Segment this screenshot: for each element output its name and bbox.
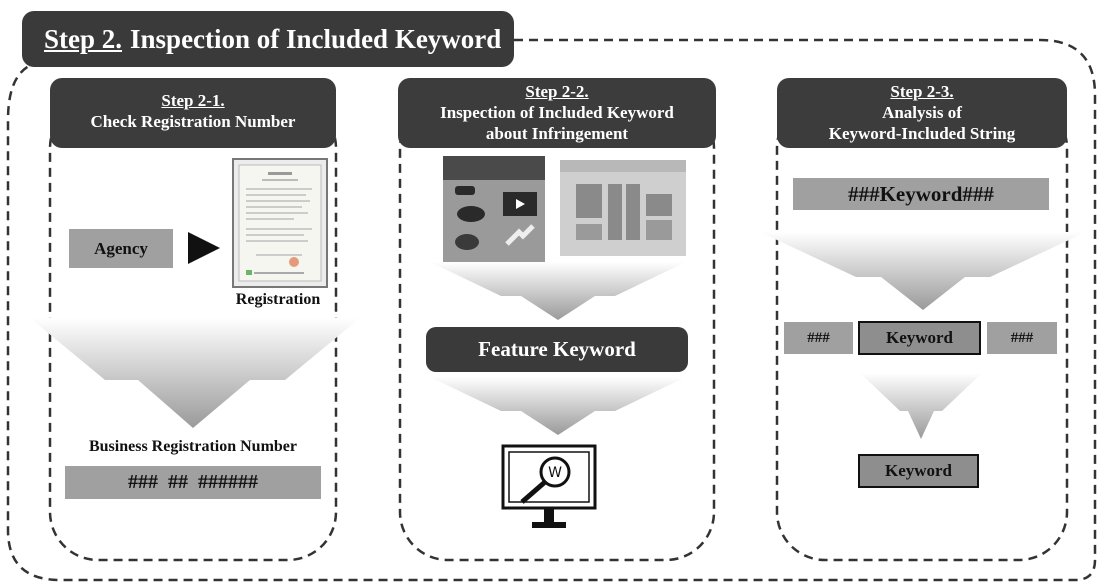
registration-number-mask: ### ## ######	[65, 466, 321, 499]
panel-2-step: Step 2-2.	[525, 82, 589, 101]
panel-2-header: Step 2-2. Inspection of Included Keyword…	[398, 78, 716, 148]
left-hash-box: ###	[784, 322, 853, 354]
panel-3-title-line-2: Keyword-Included String	[828, 124, 1016, 143]
down-arrow-1	[30, 318, 360, 428]
panel-1-title: Check Registration Number	[90, 112, 296, 131]
monitor-letter: W	[548, 465, 562, 481]
business-registration-label: Business Registration Number	[88, 438, 297, 455]
registration-caption: Registration	[235, 291, 321, 308]
monitor-search-icon: W	[501, 444, 597, 528]
panel-3-title-line-1: Analysis of	[882, 103, 962, 122]
panel-2-title-line-2: about Infringement	[485, 124, 629, 143]
result-keyword-box: Keyword	[858, 454, 979, 488]
feature-keyword-box: Feature Keyword	[426, 327, 688, 372]
down-arrow-3a	[760, 232, 1086, 310]
panel-2-title-line-1: Inspection of Included Keyword	[440, 103, 674, 122]
agency-box: Agency	[69, 229, 173, 268]
web-page-thumbnail	[560, 160, 686, 256]
down-arrow-2b	[430, 377, 686, 435]
down-arrow-2a	[430, 262, 686, 320]
panel-1-header: Step 2-1. Check Registration Number	[50, 78, 336, 148]
right-hash-box: ###	[987, 322, 1057, 354]
title-text: Inspection of Included Keyword	[130, 23, 502, 54]
panel-3-step: Step 2-3.	[890, 82, 954, 101]
keyword-string-box: ###Keyword###	[793, 178, 1049, 210]
title-step: Step 2.	[44, 23, 123, 54]
panel-1-step: Step 2-1.	[161, 91, 225, 110]
down-arrow-3b	[860, 373, 982, 439]
diagram-title: Step 2. Inspection of Included Keyword	[22, 11, 514, 67]
keyword-box: Keyword	[858, 321, 981, 355]
play-arrow-icon	[188, 232, 220, 264]
registration-certificate-icon	[232, 158, 328, 288]
video-content-thumbnail	[443, 156, 545, 262]
panel-3-header: Step 2-3. Analysis of Keyword-Included S…	[777, 78, 1067, 148]
